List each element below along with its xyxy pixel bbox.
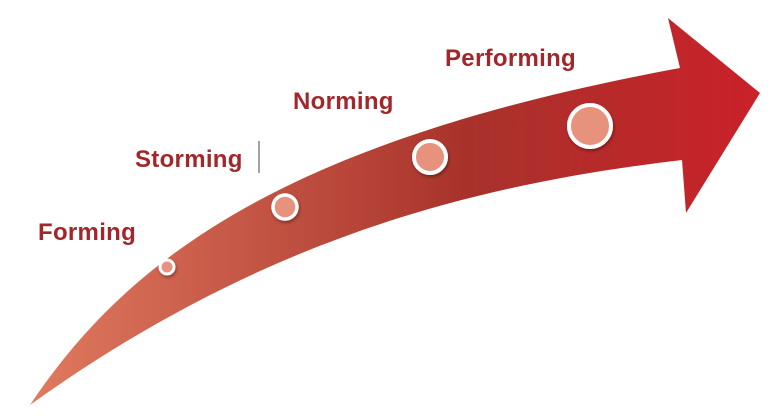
stage-label-storming: Storming: [135, 146, 243, 173]
stage-label-norming: Norming: [293, 88, 394, 115]
stage-marker-norming: [412, 139, 448, 175]
stage-marker-forming: [158, 258, 176, 276]
stage-marker-performing: [567, 103, 613, 149]
growth-arrow: [30, 18, 760, 405]
stage-label-forming: Forming: [38, 219, 136, 246]
stage-marker-storming: [271, 193, 299, 221]
stage-label-performing: Performing: [445, 45, 576, 72]
